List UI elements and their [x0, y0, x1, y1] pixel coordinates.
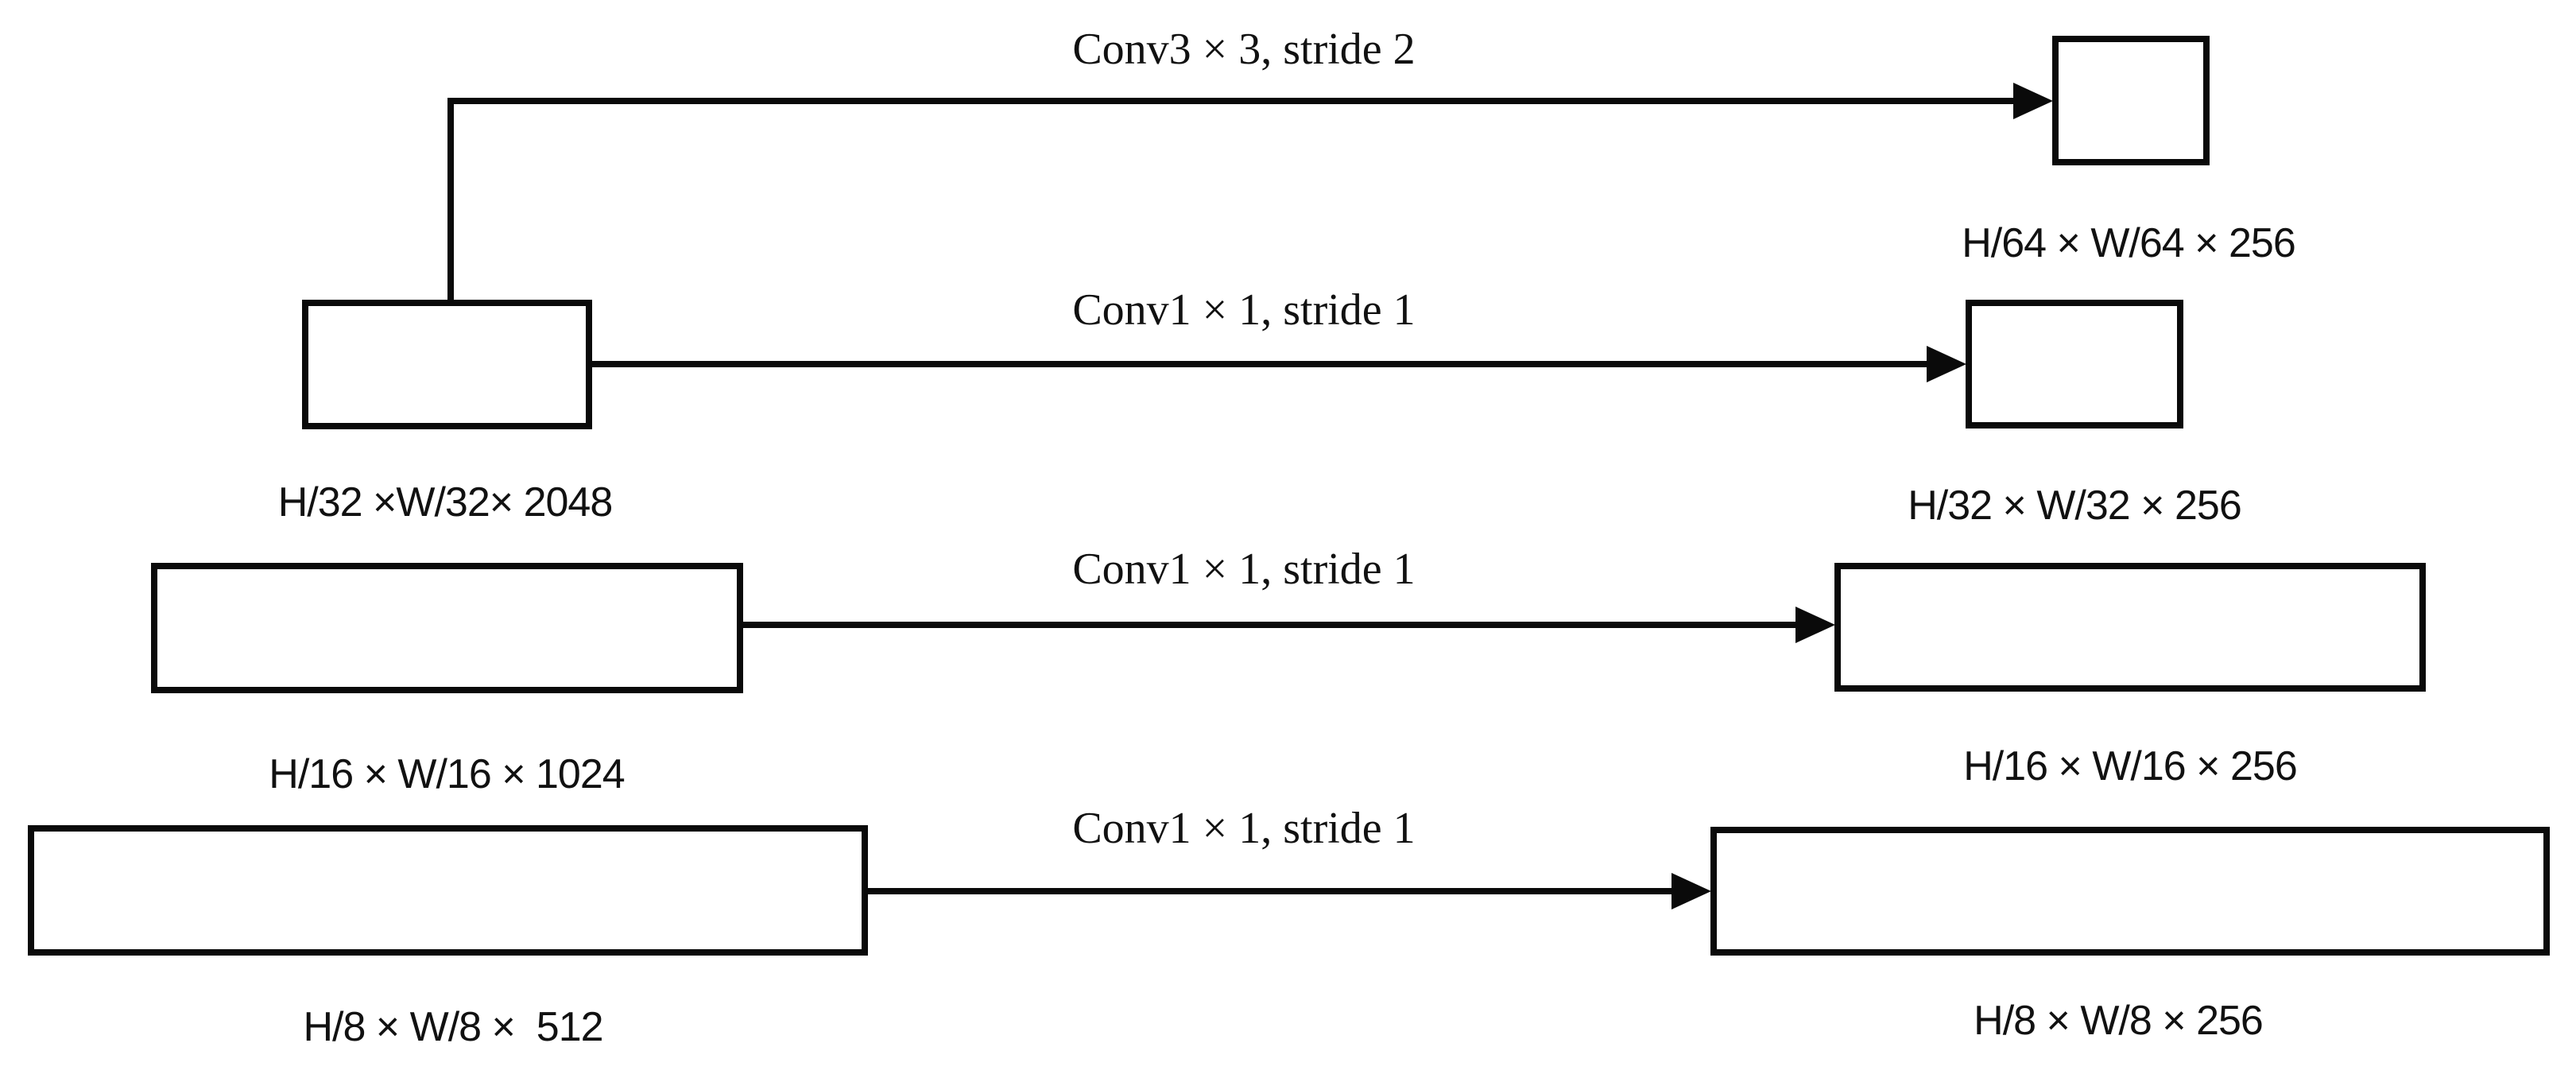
connector-conv1x1-line-h16 [743, 622, 1796, 628]
dimension-label-h16-input: H/16 × W/16 × 1024 [269, 751, 625, 797]
dimension-label-h16-output: H/16 × W/16 × 256 [1963, 743, 2298, 789]
connector-conv1x1-line-h8 [868, 888, 1672, 894]
feature-box-h32-input [302, 300, 592, 429]
dimension-label-h8-input: H/8 × W/8 × 512 [303, 1004, 603, 1050]
feature-box-h8-input [28, 825, 868, 956]
dimension-label-h32-output: H/32 × W/32 × 256 [1908, 483, 2242, 529]
feature-box-h16-input [151, 563, 743, 693]
feature-box-h8-output [1710, 827, 2550, 956]
conv-operation-label: Conv1 × 1, stride 1 [1072, 545, 1416, 594]
feature-box-h32-output [1966, 300, 2183, 428]
arrowhead-icon [1795, 607, 1835, 643]
feature-box-h16-output [1834, 563, 2426, 692]
feature-box-h64-output [2052, 36, 2210, 165]
arrowhead-icon [1927, 346, 1966, 382]
connector-conv3x3-line [447, 98, 2014, 104]
dimension-label-h8-output: H/8 × W/8 × 256 [1974, 998, 2264, 1044]
conv-operation-label: Conv1 × 1, stride 1 [1072, 285, 1416, 335]
conv-operation-label: Conv1 × 1, stride 1 [1072, 804, 1416, 853]
dimension-label-h64-output: H/64 × W/64 × 256 [1962, 220, 2296, 266]
connector-conv1x1-line-h32 [592, 361, 1927, 367]
conv-operation-label: Conv3 × 3, stride 2 [1072, 25, 1416, 74]
arrowhead-icon [1671, 873, 1711, 909]
connector-vertical-stub [447, 98, 454, 300]
arrowhead-icon [2013, 83, 2053, 119]
dimension-label-h32-input: H/32 ×W/32× 2048 [277, 479, 614, 525]
